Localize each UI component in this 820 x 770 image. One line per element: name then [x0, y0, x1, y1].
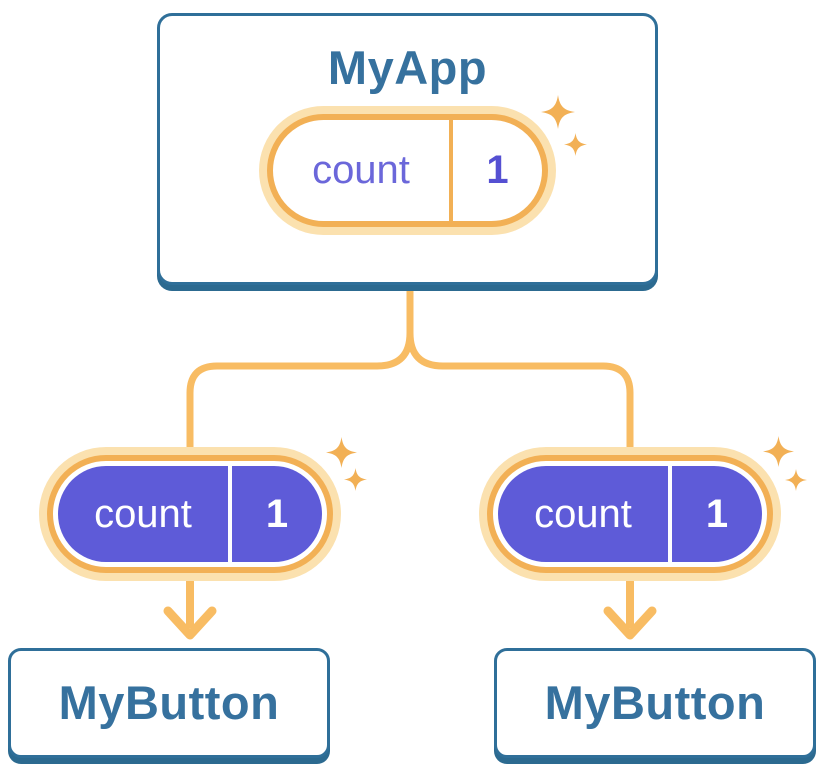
mybutton-title-left: MyButton: [58, 676, 280, 730]
prop-pill-right-divider: [668, 466, 672, 562]
sparkle-icon: [564, 133, 587, 156]
state-pill-value: 1: [486, 147, 509, 192]
prop-pill-left-body: count 1: [58, 466, 322, 562]
myapp-title: MyApp: [327, 41, 488, 94]
arrow-down-left-icon: [163, 606, 217, 640]
sparkle-icon: [344, 468, 367, 491]
branch-line-left: [186, 280, 414, 462]
state-pill-myapp: count 1: [267, 113, 548, 227]
prop-pill-right-name: count: [534, 491, 632, 536]
prop-pill-left: count 1: [47, 455, 333, 573]
state-pill-name: count: [312, 147, 410, 192]
state-pill-divider: [449, 119, 453, 221]
prop-pill-left-value: 1: [265, 491, 289, 536]
branch-line-right: [406, 280, 634, 462]
arrow-down-right-icon: [603, 606, 657, 640]
sparkle-icon: [326, 437, 357, 468]
prop-pill-right-value: 1: [705, 491, 729, 536]
mybutton-component-card-right: MyButton: [494, 648, 816, 758]
sparkle-icon: [541, 95, 575, 129]
prop-pill-right-body: count 1: [498, 466, 762, 562]
prop-pill-left-name: count: [94, 491, 192, 536]
sparkle-icon: [785, 469, 807, 491]
mybutton-component-card-left: MyButton: [8, 648, 330, 758]
sparkle-icon: [763, 436, 794, 467]
prop-pill-right: count 1: [487, 455, 773, 573]
prop-pill-left-divider: [228, 466, 232, 562]
mybutton-title-right: MyButton: [544, 676, 766, 730]
